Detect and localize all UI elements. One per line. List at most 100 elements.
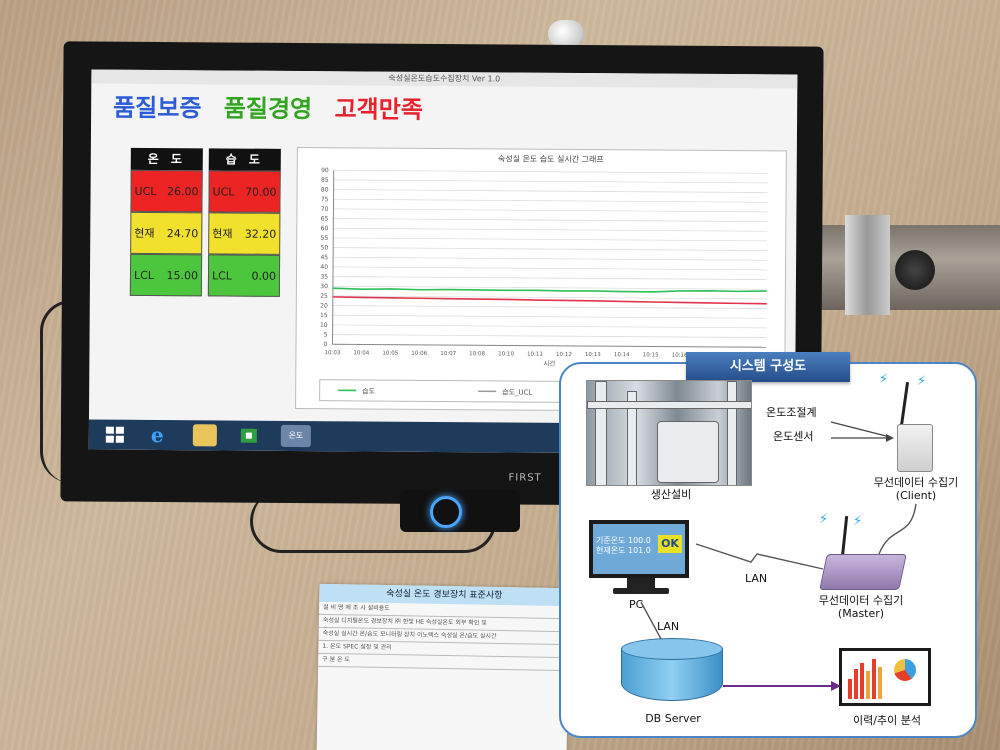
x-axis — [332, 343, 767, 348]
y-tick-label: 10 — [320, 322, 328, 329]
temperature-header: 온 도 — [130, 147, 203, 171]
x-tick-label: 10:06 — [411, 351, 427, 357]
folder-icon[interactable] — [192, 424, 217, 447]
wall-peg — [548, 20, 584, 48]
windows-icon[interactable] — [103, 424, 127, 446]
grid-line — [333, 227, 768, 232]
lan-label-master: LAN — [745, 572, 768, 585]
temperature-panel: 온 도 UCL 26.00 현재 24.70 LCL 15.00 — [129, 147, 203, 297]
ok-indicator: OK — [658, 535, 682, 553]
store-icon[interactable] — [237, 425, 261, 447]
y-tick-label: 45 — [320, 254, 328, 261]
y-tick-label: 5 — [324, 332, 328, 339]
chart-svg: 숙성실 온도 습도 실시간 그래프05101520253035404550556… — [320, 153, 775, 368]
grid-line — [332, 295, 767, 300]
temperature-current-row: 현재 24.70 — [130, 211, 203, 255]
grid-line — [332, 324, 767, 329]
x-tick-label: 10:16 — [672, 353, 688, 359]
analysis-label: 이력/추이 분석 — [853, 714, 921, 727]
temperature-lcl-value: 15.00 — [166, 268, 199, 282]
pc-current: 현재온도 101.0 — [596, 546, 651, 555]
temperature-ucl-row: UCL 26.00 — [130, 169, 203, 213]
humidity-ucl-label: UCL — [212, 184, 235, 199]
y-tick-label: 15 — [320, 312, 328, 319]
temp-sensor-label: 온도센서 — [773, 430, 814, 443]
client-collector-label: 무선데이터 수집기 (Client) — [873, 476, 959, 502]
y-tick-label: 35 — [320, 273, 328, 280]
slogan-quality-management: 품질경영 — [223, 93, 313, 124]
y-tick-label: 65 — [321, 215, 329, 222]
y-tick-label: 30 — [320, 283, 328, 290]
x-tick-label: 10:04 — [353, 350, 369, 356]
window-title: 숙성실온도습도수집장치 Ver 1.0 — [91, 69, 798, 89]
monitor-receiver — [400, 490, 520, 532]
y-tick-label: 55 — [321, 235, 329, 242]
signal-icon: ⚡ — [879, 372, 889, 387]
humidity-lcl-value: 0.00 — [251, 269, 277, 283]
series-line-온도 — [332, 296, 767, 305]
x-axis-label: 시간 — [543, 359, 555, 368]
grid-line — [333, 218, 768, 223]
connector-controller — [830, 421, 887, 437]
series-line-습도 — [332, 287, 767, 293]
temperature-lcl-row: LCL 15.00 — [129, 253, 203, 297]
humidity-lcl-label: LCL — [211, 268, 232, 283]
db-server-label: DB Server — [645, 712, 701, 725]
y-tick-label: 50 — [321, 244, 329, 251]
y-tick-label: 40 — [320, 264, 328, 271]
slogan-banner: 품질보증 품질경영 고객만족 — [113, 88, 437, 125]
grid-line — [333, 256, 768, 261]
x-tick-label: 10:13 — [585, 352, 601, 358]
x-tick-label: 10:14 — [614, 352, 630, 358]
pc-base — [613, 588, 669, 594]
y-tick-label: 90 — [321, 167, 329, 174]
temp-controller-label: 온도조절계 — [766, 406, 817, 419]
analysis-monitor — [839, 648, 931, 706]
x-tick-label: 10:15 — [643, 352, 659, 358]
x-tick-label: 10:07 — [440, 351, 456, 357]
temperature-app-icon[interactable]: 온도 — [280, 424, 311, 448]
x-tick-label: 10:08 — [469, 351, 485, 357]
grid-line — [333, 189, 768, 194]
y-tick-label: 75 — [321, 196, 329, 203]
db-server-icon — [621, 638, 723, 708]
production-label: 생산설비 — [650, 488, 692, 501]
ie-icon[interactable]: e — [147, 423, 171, 447]
humidity-current-label: 현재 — [212, 227, 233, 241]
x-tick-label: 10:05 — [382, 351, 398, 357]
y-axis — [332, 170, 335, 345]
x-tick-label: 10:03 — [324, 350, 340, 356]
grid-line — [333, 266, 768, 271]
signal-icon: ⚡ — [853, 514, 863, 529]
signal-icon: ⚡ — [819, 512, 829, 527]
humidity-current-row: 현재 32.20 — [208, 212, 281, 255]
slogan-customer-satisfaction: 고객만족 — [334, 94, 423, 124]
bracket-clamp — [845, 215, 890, 315]
wall-bracket — [805, 215, 1000, 315]
production-equipment-image — [586, 380, 752, 486]
temperature-ucl-label: UCL — [134, 184, 157, 198]
grid-line — [333, 179, 768, 184]
grid-line — [333, 237, 768, 242]
monitor-brand-logo: FIRST — [508, 472, 542, 484]
grid-line — [333, 198, 768, 203]
wireless-link — [878, 503, 917, 555]
grid-line — [333, 208, 768, 213]
x-tick-label: 10:12 — [556, 352, 572, 358]
temperature-current-value: 24.70 — [166, 226, 199, 240]
lan-link-pc-master — [695, 543, 824, 570]
humidity-ucl-row: UCL 70.00 — [208, 170, 281, 213]
grid-line — [332, 314, 767, 319]
bracket-knob — [895, 250, 935, 290]
client-collector-device — [897, 424, 933, 472]
grid-line — [332, 285, 767, 290]
arrow-head — [886, 434, 894, 442]
humidity-current-value: 32.20 — [244, 227, 277, 241]
posted-notice: 숙성실 온도 경보장치 표준사항 설 비 명 제 조 사 설비용도 숙성실 디지… — [316, 583, 570, 750]
humidity-panel: 습 도 UCL 70.00 현재 32.20 LCL 0.00 — [207, 148, 281, 297]
chart-title: 숙성실 온도 습도 실시간 그래프 — [498, 153, 604, 164]
pc-stand — [627, 578, 655, 588]
pc-monitor: 기준온도 100.0 현재온도 101.0 OK — [589, 520, 689, 578]
db-cylinder-top — [621, 638, 723, 660]
grid-line — [332, 276, 767, 281]
